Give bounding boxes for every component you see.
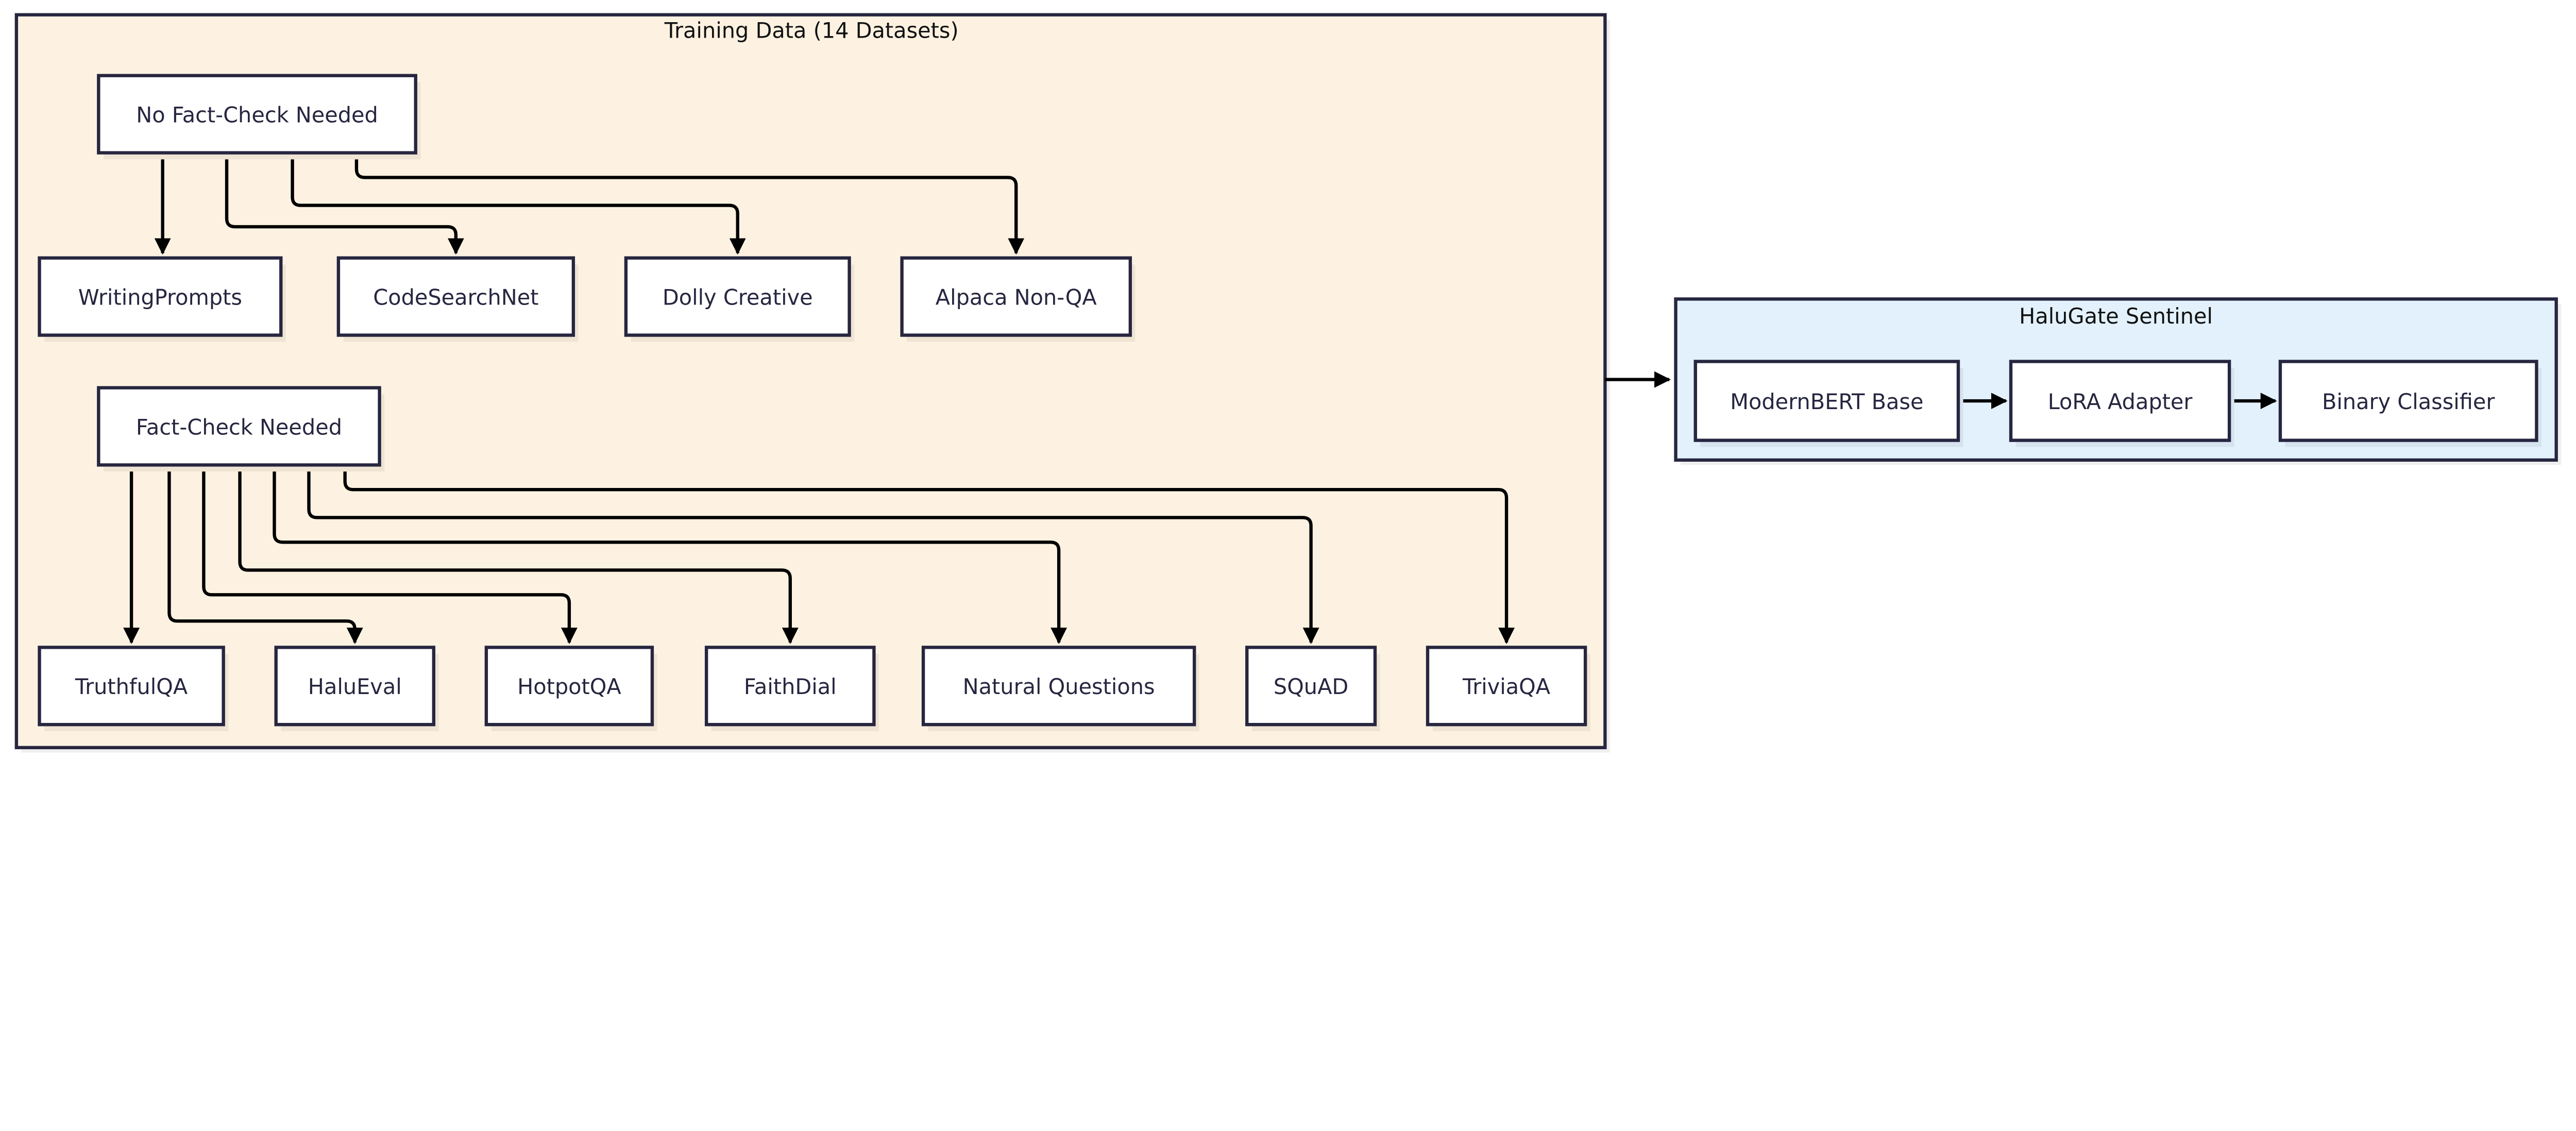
node-natural-questions[interactable]: Natural Questions [921,646,1199,731]
node-natural-questions-label: Natural Questions [963,674,1155,699]
edge-nofc-1 [225,153,464,255]
edge-fc-4 [273,465,1067,644]
node-codesearchnet[interactable]: CodeSearchNet [336,256,579,342]
node-writingprompts-label: WritingPrompts [78,285,242,310]
node-faithdial[interactable]: FaithDial [704,646,879,731]
edge-fc-6 [343,465,1515,644]
node-faithdial-label: FaithDial [744,674,837,699]
node-halueval-label: HaluEval [308,674,402,699]
edge-fc-5 [307,465,1319,644]
node-codesearchnet-label: CodeSearchNet [373,285,538,310]
node-alpaca-non-qa[interactable]: Alpaca Non-QA [900,256,1136,342]
node-binary-classifier[interactable]: Binary Classifier [2278,360,2541,447]
node-binary-classifier-label: Binary Classifier [2322,390,2495,414]
node-squad[interactable]: SQuAD [1245,646,1380,731]
node-triviaqa-label: TriviaQA [1462,674,1550,699]
node-modernbert-base-label: ModernBERT Base [1730,390,1923,414]
edge-nofc-2 [291,153,746,255]
node-lora-adapter-label: LoRA Adapter [2048,390,2193,414]
node-squad-label: SQuAD [1274,674,1348,699]
training-title: Training Data (14 Datasets) [664,18,959,43]
node-fact-check-needed[interactable]: Fact-Check Needed [97,386,385,472]
node-dolly-creative[interactable]: Dolly Creative [624,256,855,342]
node-fact-check-needed-label: Fact-Check Needed [136,415,342,440]
node-truthfulqa-label: TruthfulQA [75,674,188,699]
node-modernbert-base[interactable]: ModernBERT Base [1693,360,1963,447]
sentinel-title: HaluGate Sentinel [2019,304,2213,329]
node-writingprompts[interactable]: WritingPrompts [38,256,286,342]
node-hotpotqa[interactable]: HotpotQA [484,646,657,731]
node-alpaca-non-qa-label: Alpaca Non-QA [936,285,1097,310]
node-truthfulqa[interactable]: TruthfulQA [38,646,229,731]
node-halueval[interactable]: HaluEval [274,646,439,731]
node-hotpotqa-label: HotpotQA [517,674,621,699]
edge-fc-2 [202,465,578,644]
edge-fc-3 [238,465,799,644]
node-no-fact-check-needed-label: No Fact-Check Needed [136,103,378,128]
node-no-fact-check-needed[interactable]: No Fact-Check Needed [97,74,421,160]
edge-fc-1 [167,465,363,644]
edge-nofc-3 [354,153,1025,255]
node-lora-adapter[interactable]: LoRA Adapter [2009,360,2234,447]
node-triviaqa[interactable]: TriviaQA [1426,646,1590,731]
node-dolly-creative-label: Dolly Creative [663,285,813,310]
